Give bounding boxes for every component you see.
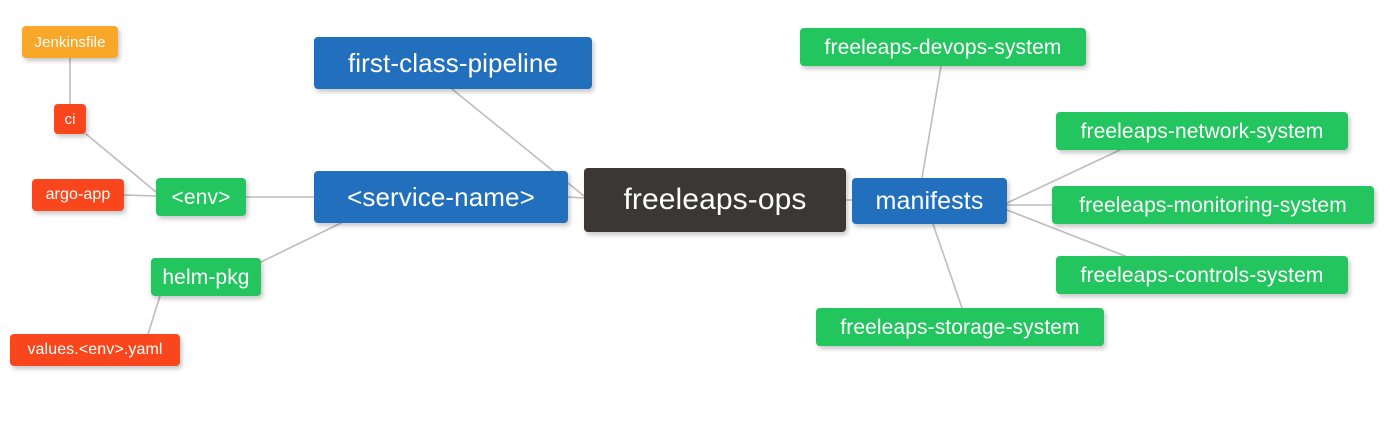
node-label-freeleaps-storage-system: freeleaps-storage-system (840, 315, 1080, 339)
node-label-service-name: <service-name> (347, 182, 535, 212)
node-ci[interactable]: ci (54, 104, 86, 134)
node-values-yaml[interactable]: values.<env>.yaml (10, 334, 180, 366)
node-label-ci: ci (64, 110, 76, 128)
edge-service-name-to-helm-pkg (260, 222, 342, 263)
node-first-class-pipeline[interactable]: first-class-pipeline (314, 37, 592, 89)
node-label-first-class-pipeline: first-class-pipeline (347, 48, 559, 78)
node-freeleaps-network-system[interactable]: freeleaps-network-system (1056, 112, 1348, 150)
node-label-jenkinsfile: Jenkinsfile (34, 33, 106, 51)
edge-helm-pkg-to-values-yaml (147, 295, 161, 335)
node-helm-pkg[interactable]: helm-pkg (151, 258, 261, 296)
node-root[interactable]: freeleaps-ops (584, 168, 846, 232)
node-label-argo-app: argo-app (45, 186, 111, 203)
node-jenkinsfile[interactable]: Jenkinsfile (22, 26, 118, 58)
node-freeleaps-controls-system[interactable]: freeleaps-controls-system (1056, 256, 1348, 294)
node-label-env: <env> (171, 185, 231, 209)
edge-env-to-argo-app (123, 194, 157, 197)
edge-manifests-to-freeleaps-storage-system (932, 223, 963, 309)
edge-manifests-to-freeleaps-devops-system (921, 65, 942, 179)
node-label-freeleaps-controls-system: freeleaps-controls-system (1080, 263, 1324, 287)
node-label-freeleaps-devops-system: freeleaps-devops-system (824, 35, 1062, 59)
node-label-freeleaps-network-system: freeleaps-network-system (1080, 119, 1324, 143)
node-env[interactable]: <env> (156, 178, 246, 216)
node-service-name[interactable]: <service-name> (314, 171, 568, 223)
node-freeleaps-storage-system[interactable]: freeleaps-storage-system (816, 308, 1104, 346)
edge-root-to-service-name (567, 196, 585, 199)
node-argo-app[interactable]: argo-app (32, 179, 124, 211)
node-label-root: freeleaps-ops (623, 183, 807, 216)
node-freeleaps-devops-system[interactable]: freeleaps-devops-system (800, 28, 1086, 66)
node-label-manifests: manifests (875, 186, 984, 215)
node-manifests[interactable]: manifests (852, 178, 1007, 224)
node-freeleaps-monitoring-system[interactable]: freeleaps-monitoring-system (1052, 186, 1374, 224)
node-label-freeleaps-monitoring-system: freeleaps-monitoring-system (1079, 193, 1347, 217)
node-label-values-yaml: values.<env>.yaml (27, 341, 163, 358)
node-label-helm-pkg: helm-pkg (162, 265, 250, 289)
